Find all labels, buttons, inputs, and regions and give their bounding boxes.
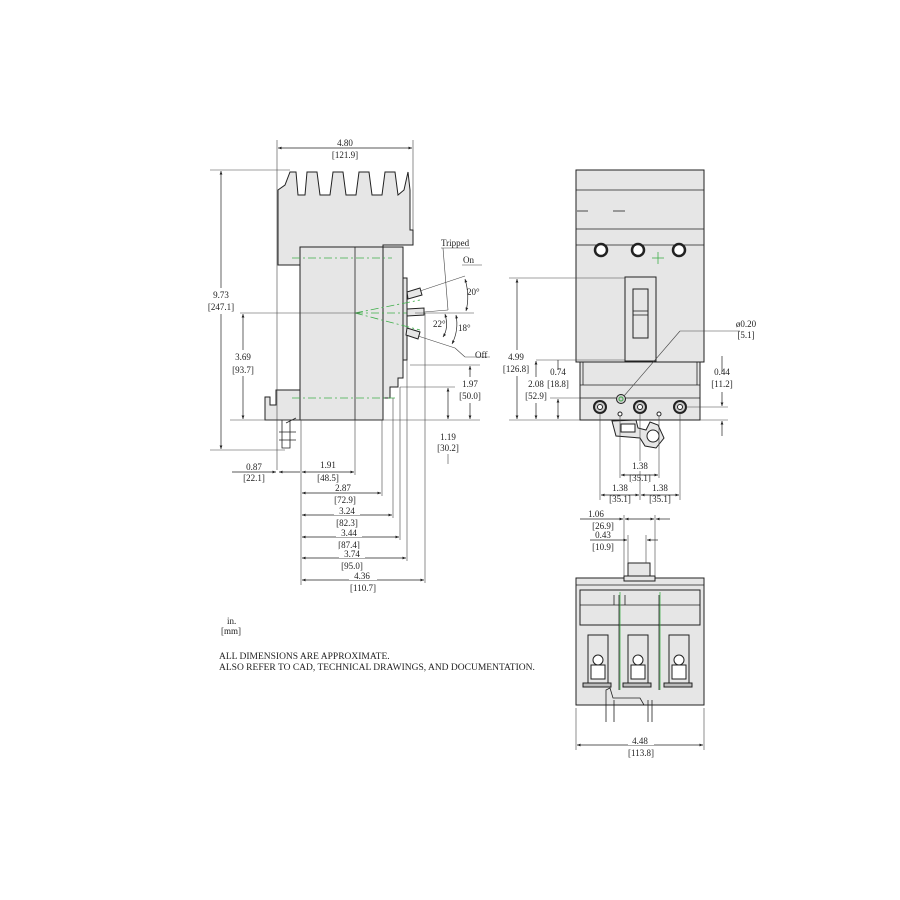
- angle-22-label: 22°: [433, 319, 446, 329]
- pitch-right-mm: [35.1]: [649, 494, 671, 504]
- dim-074-in: 0.74: [550, 367, 566, 377]
- pitch-top-mm: [35.1]: [629, 473, 651, 483]
- dim-287-mm: [72.9]: [334, 495, 356, 505]
- dim-324-mm: [82.3]: [336, 518, 358, 528]
- dim-191-in: 1.91: [320, 460, 336, 470]
- dim-369-mm: [93.7]: [232, 365, 254, 375]
- dim-044-in: 0.44: [714, 367, 730, 377]
- pitch-right-in: 1.38: [652, 483, 668, 493]
- side-front-body: [382, 246, 404, 399]
- depth-dimensions: 1.91 [48.5] 2.87 [72.9] 3.24 [82.3] 3.44…: [302, 460, 424, 593]
- dim-480-mm: [121.9]: [332, 150, 358, 160]
- dim-436-mm: [110.7]: [350, 583, 376, 593]
- dim-344-mm: [87.4]: [338, 540, 360, 550]
- dim-119-in: 1.19: [440, 432, 456, 442]
- unit-in-label: in.: [227, 616, 236, 626]
- dim-480-in: 4.80: [337, 138, 353, 148]
- dim-197-in: 1.97: [462, 379, 478, 389]
- pitch-left-mm: [35.1]: [609, 494, 631, 504]
- angle-on-label: 20°: [467, 287, 480, 297]
- dim-191-mm: [48.5]: [317, 473, 339, 483]
- dim-287-in: 2.87: [335, 483, 351, 493]
- side-top-block: [277, 171, 414, 266]
- side-view: Tripped On Off 20° 22° 18° 4.8: [200, 138, 490, 593]
- bottom-linkage: [605, 687, 660, 722]
- dim-208-in: 2.08: [528, 379, 544, 389]
- dim-208-mm: [52.9]: [525, 391, 547, 401]
- front-view: 4.99 [126.8] 2.08 [52.9] 0.74 [18.8] 0.4…: [500, 169, 757, 504]
- dim-043-mm: [10.9]: [592, 542, 614, 552]
- pitch-top-in: 1.38: [632, 461, 648, 471]
- dim-973-mm: [247.1]: [208, 302, 234, 312]
- dim-448-in: 4.48: [632, 736, 648, 746]
- terminals: [582, 634, 693, 688]
- dim-324-in: 3.24: [339, 506, 355, 516]
- top-terminal-holes: [593, 242, 687, 258]
- dim-436-in: 4.36: [354, 571, 370, 581]
- dim-074-mm: [18.8]: [547, 379, 569, 389]
- dim-344-in: 3.44: [341, 528, 357, 538]
- dim-374-in: 3.74: [344, 549, 360, 559]
- on-label: On: [463, 255, 474, 265]
- angle-18-label: 18°: [458, 323, 471, 333]
- side-mount-clip: [279, 417, 297, 449]
- side-extension-lines: [210, 140, 480, 585]
- hole-dia-in: ø0.20: [736, 319, 757, 329]
- handle-positions: Tripped On Off 20° 22° 18°: [405, 238, 490, 360]
- note-approximate: ALL DIMENSIONS ARE APPROXIMATE.: [219, 652, 390, 662]
- dim-087-in: 0.87: [246, 462, 262, 472]
- dim-973-in: 9.73: [213, 290, 229, 300]
- hole-dia-mm: [5.1]: [737, 330, 754, 340]
- mounting-hole: [616, 394, 626, 404]
- dim-119-mm: [30.2]: [437, 443, 459, 453]
- dim-197-mm: [50.0]: [459, 391, 481, 401]
- handle-plate: [402, 277, 408, 361]
- note-refer: ALSO REFER TO CAD, TECHNICAL DRAWINGS, A…: [219, 663, 535, 673]
- dim-106-mm: [26.9]: [592, 521, 614, 531]
- pitch-left-in: 1.38: [612, 483, 628, 493]
- bottom-view: 1.06 [26.9] 0.43 [10.9] 4.48 [113.8]: [575, 509, 705, 758]
- handle: [632, 288, 649, 339]
- off-label: Off: [475, 350, 487, 360]
- dim-499-mm: [126.8]: [503, 364, 529, 374]
- dim-044-mm: [11.2]: [711, 379, 732, 389]
- side-bracket: [264, 389, 301, 421]
- dim-499-in: 4.99: [508, 352, 524, 362]
- dim-369-in: 3.69: [235, 352, 251, 362]
- unit-mm-label: [mm]: [221, 626, 241, 636]
- dim-087-mm: [22.1]: [243, 473, 265, 483]
- dim-374-mm: [95.0]: [341, 561, 363, 571]
- side-main-body: [299, 246, 384, 421]
- front-extension-lines: [509, 277, 740, 500]
- legend: in. [mm] ALL DIMENSIONS ARE APPROXIMATE.…: [219, 616, 535, 673]
- dim-043-in: 0.43: [595, 530, 611, 540]
- tripped-label: Tripped: [441, 238, 470, 248]
- dim-448-mm: [113.8]: [628, 748, 654, 758]
- bottom-extension-lines: [575, 515, 705, 750]
- dim-106-in: 1.06: [588, 509, 604, 519]
